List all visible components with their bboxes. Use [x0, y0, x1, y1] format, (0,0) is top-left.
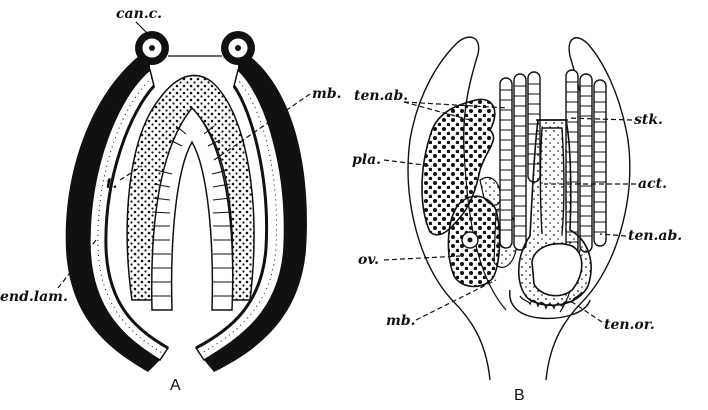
figure-b: ten.ab. stk. pla. act. ten.ab. ov. mb. t…: [352, 37, 682, 404]
ring-canal-left: [135, 31, 169, 65]
oral-disc: [532, 244, 582, 296]
label-pla: pla.: [352, 152, 381, 168]
label-mb-b: mb.: [386, 313, 415, 329]
caption-b: B: [514, 387, 525, 404]
label-mb-a: mb.: [312, 86, 341, 102]
label-ten-ab-right: ten.ab.: [628, 228, 682, 244]
label-ten-or: ten.or.: [604, 317, 655, 333]
caption-a: A: [170, 377, 181, 394]
label-stk: stk.: [634, 112, 663, 128]
label-ov: ov.: [358, 252, 379, 268]
label-ten-ab-top: ten.ab.: [354, 88, 408, 104]
ring-canal-right: [221, 31, 255, 65]
label-can-c: can.c.: [116, 6, 162, 22]
label-end-lam: end.lam.: [0, 289, 68, 305]
label-t: t.: [106, 176, 117, 192]
label-act: act.: [638, 176, 667, 192]
figure-a: can.c. mb. t. end.lam. A: [0, 6, 341, 394]
